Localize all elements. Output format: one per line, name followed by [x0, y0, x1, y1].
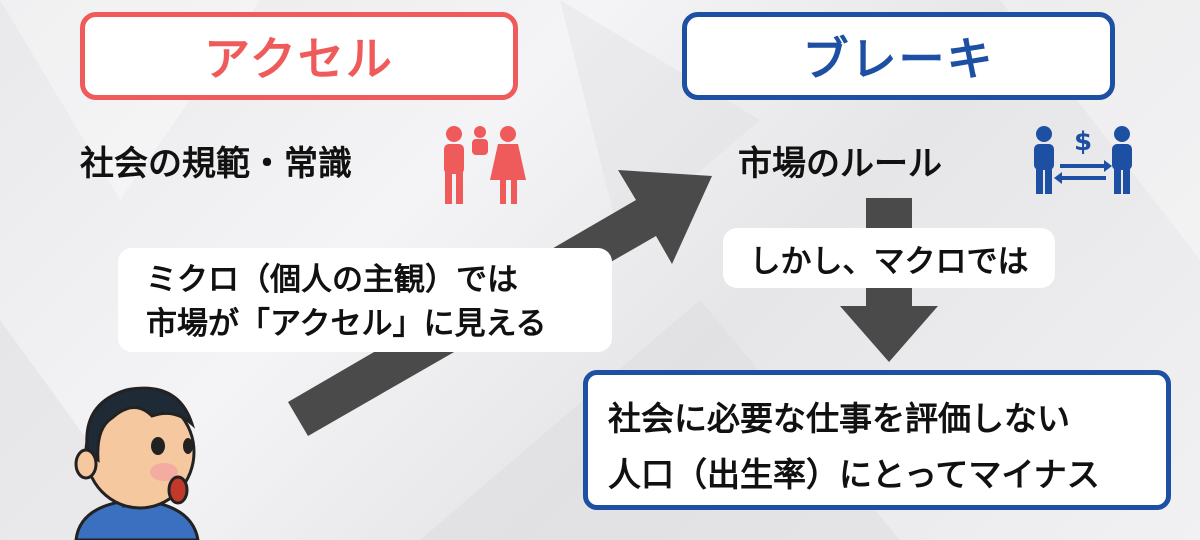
- couple-family-icon: [444, 126, 526, 204]
- micro-view-line-2: 市場が「アクセル」に見える: [146, 306, 547, 342]
- result-box: 社会に必要な仕事を評価しない 人口（出生率）にとってマイナス: [583, 370, 1171, 510]
- result-line-2: 人口（出生率）にとってマイナス: [608, 455, 1100, 494]
- market-rules-label: 市場のルール: [738, 144, 942, 184]
- micro-view-line-1: ミクロ（個人の主観）では: [146, 262, 518, 298]
- result-line-1: 社会に必要な仕事を評価しない: [608, 399, 1070, 438]
- accelerator-title: アクセル: [204, 32, 394, 86]
- macro-view-text: しかし、マクロでは: [749, 243, 1029, 280]
- svg-text:$: $: [1074, 127, 1092, 157]
- accelerator-title-box: アクセル: [80, 12, 518, 100]
- social-norms-label: 社会の規範・常識: [80, 144, 352, 184]
- surprised-man-icon: [74, 386, 200, 540]
- money-exchange-people-icon: $: [1034, 126, 1132, 194]
- macro-view-bubble: しかし、マクロでは: [723, 228, 1055, 288]
- brake-title: ブレーキ: [802, 32, 995, 86]
- micro-view-bubble: ミクロ（個人の主観）では 市場が「アクセル」に見える: [118, 248, 612, 352]
- brake-title-box: ブレーキ: [682, 12, 1115, 100]
